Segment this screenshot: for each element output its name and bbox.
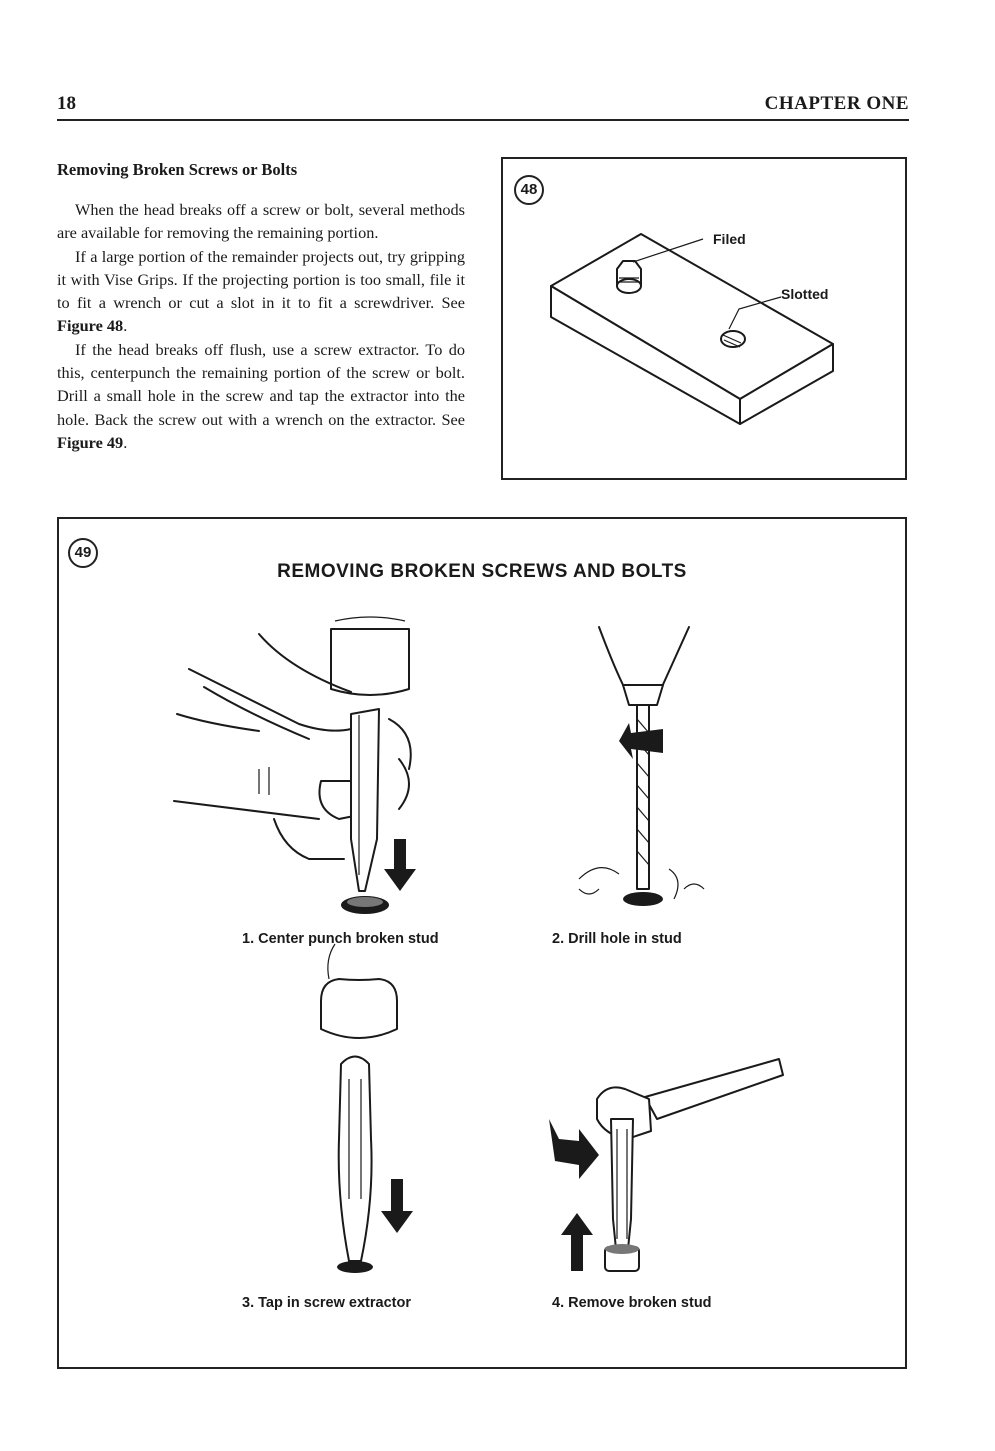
figure-48-illustration	[550, 233, 834, 425]
figure-48-reference: Figure 48	[57, 316, 124, 336]
paragraph-2: If a large portion of the remainder proj…	[57, 245, 465, 338]
step-4-drawing	[549, 1058, 784, 1272]
figure-49-illustration	[173, 616, 784, 1273]
figure-49-title: REMOVING BROKEN SCREWS AND BOLTS	[277, 561, 687, 582]
paragraph-1: When the head breaks off a screw or bolt…	[57, 200, 465, 243]
figure-49: 49 REMOVING BROKEN SCREWS AND BOLTS	[57, 517, 907, 1369]
step-2-drawing	[578, 626, 705, 906]
caption-step-1: 1. Center punch broken stud	[242, 931, 439, 947]
body-text: When the head breaks off a screw or bolt…	[57, 198, 465, 454]
figure-48: 48 Filed Slotted	[501, 157, 907, 480]
paragraph-2-end: .	[123, 316, 128, 336]
page-number: 18	[57, 93, 76, 114]
step-3-drawing	[320, 943, 413, 1273]
caption-step-4: 4. Remove broken stud	[552, 1295, 712, 1311]
paragraph-3-text: If the head breaks off flush, use a scre…	[57, 339, 465, 429]
page-header: 18 CHAPTER ONE	[57, 93, 909, 121]
filed-label: Filed	[713, 231, 746, 247]
figure-49-number: 49	[68, 538, 98, 568]
paragraph-3: If the head breaks off flush, use a scre…	[57, 338, 465, 454]
section-heading: Removing Broken Screws or Bolts	[57, 160, 298, 179]
caption-step-3: 3. Tap in screw extractor	[242, 1295, 411, 1311]
chapter-title: CHAPTER ONE	[764, 93, 909, 114]
slotted-label: Slotted	[781, 286, 829, 302]
caption-step-2: 2. Drill hole in stud	[552, 931, 682, 947]
paragraph-2-text: If a large portion of the remainder proj…	[57, 246, 465, 313]
step-1-drawing	[173, 616, 416, 914]
paragraph-3-end: .	[123, 432, 128, 452]
figure-48-number: 48	[514, 175, 544, 205]
figure-49-reference: Figure 49	[57, 432, 124, 452]
